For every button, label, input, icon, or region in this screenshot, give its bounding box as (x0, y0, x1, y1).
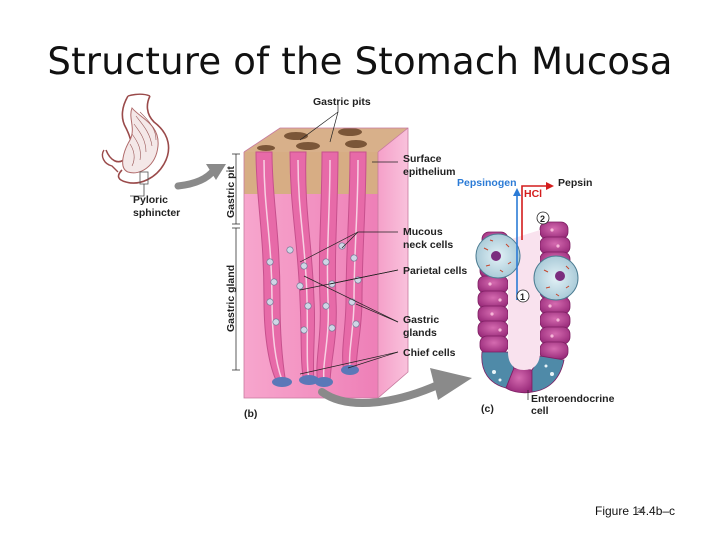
parietal-cell-right (533, 255, 579, 301)
chief-cells-label: Chief cells (403, 347, 456, 359)
tissue-block (243, 127, 409, 399)
pepsinogen-arrow-head (513, 188, 521, 196)
step-2-label: 2 (540, 214, 545, 224)
gastric-pits-label: Gastric pits (313, 96, 371, 108)
hcl-label: HCl (524, 188, 542, 200)
pyloric-label-2: sphincter (133, 207, 180, 219)
leader-lines-b (299, 104, 399, 375)
gastric-pit-bracket (232, 153, 240, 225)
panel-c-label: (c) (481, 403, 494, 415)
surface-label-2: epithelium (403, 166, 456, 178)
pyloric-label-1: Pyloric (133, 194, 168, 206)
pepsin-label: Pepsin (558, 177, 592, 189)
page-number: 24 (637, 508, 645, 515)
gland-detail: 1 2 (475, 182, 579, 400)
enteroendocrine-label-2: cell (531, 405, 549, 417)
surface-label-1: Surface (403, 153, 442, 165)
gastric-glands-label-1: Gastric (403, 314, 439, 326)
mucous-neck-label-2: neck cells (403, 239, 453, 251)
figure-caption: Figure 14.4b–c (595, 504, 676, 518)
step-1-badge (516, 289, 530, 303)
zoom-arrow-2-head (430, 368, 472, 400)
parietal-cell-left (475, 233, 521, 279)
stomach-icon (101, 93, 170, 197)
gastric-pit-label: Gastric pit (225, 166, 237, 218)
panel-b-label: (b) (244, 408, 257, 420)
hcl-arrow-head (546, 182, 554, 190)
zoom-arrow-1 (174, 166, 218, 190)
gastric-gland-tubes (255, 151, 367, 387)
parietal-cells-label: Parietal cells (403, 265, 467, 277)
enteroendocrine-label-1: Enteroendocrine (531, 393, 615, 405)
hcl-arrow (521, 185, 548, 240)
step-2-badge (536, 211, 550, 225)
zoom-arrow-1-head (206, 164, 226, 180)
gastric-gland-bracket (232, 227, 240, 371)
mucous-neck-label-1: Mucous (403, 226, 443, 238)
gastric-glands-label-2: glands (403, 327, 437, 339)
step-1-label: 1 (520, 292, 525, 302)
slide-title: Structure of the Stomach Mucosa (47, 40, 673, 83)
gastric-gland-label: Gastric gland (225, 265, 237, 332)
zoom-arrow-2 (318, 380, 444, 407)
pepsinogen-label: Pepsinogen (457, 177, 517, 189)
